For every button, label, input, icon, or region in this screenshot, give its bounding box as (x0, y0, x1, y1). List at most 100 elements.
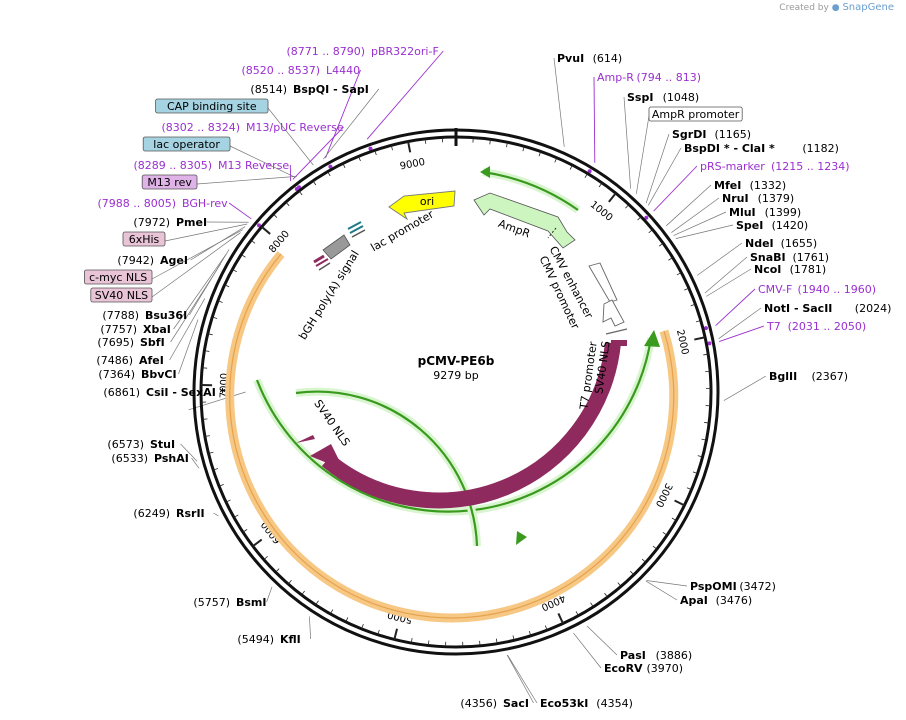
site-position: (1655) (781, 237, 818, 250)
minor-tick (604, 592, 608, 598)
minor-tick (327, 171, 331, 177)
site-name: MluI (729, 206, 756, 219)
site-name: pBR322ori-F (371, 45, 439, 58)
primer-label: T7(2031 .. 2050) (766, 320, 866, 333)
minor-tick (697, 455, 703, 458)
site-name: PasI (620, 649, 646, 662)
site-name: BspDI * - ClaI * (684, 142, 775, 155)
minor-tick (686, 487, 692, 491)
connector (180, 443, 198, 462)
connector (191, 457, 200, 469)
connector (646, 580, 688, 587)
connector (697, 242, 743, 276)
ampr-arrow (473, 192, 576, 249)
connector (325, 69, 361, 159)
site-position: (7364) (98, 368, 135, 381)
enzyme-label: (7972)PmeI (133, 216, 207, 229)
connector (228, 202, 252, 220)
site-name: NcoI (754, 263, 781, 276)
minor-tick (225, 499, 231, 503)
connector (507, 654, 538, 704)
enzyme-label: (6249)RsrII (133, 507, 204, 520)
primer-label: (7988 .. 8005)BGH-rev (97, 197, 228, 210)
cmv-promoter-arrow (602, 299, 625, 327)
major-tick (674, 499, 685, 507)
credit-brand: SnapGene (842, 2, 894, 13)
minor-tick (554, 157, 558, 163)
minor-tick (204, 435, 210, 437)
connector (292, 126, 344, 180)
connector-lines (151, 50, 767, 704)
minor-tick (330, 609, 334, 615)
connector (506, 654, 534, 704)
minor-tick (544, 625, 548, 631)
minor-tick (342, 163, 346, 169)
feature-box (90, 287, 153, 303)
enzyme-label: (7942)AgeI (117, 254, 188, 267)
connector (723, 375, 767, 401)
site-position: (2024) (855, 302, 892, 315)
connector (323, 88, 380, 160)
primer-label: pRS-marker(1215 .. 1234) (700, 160, 850, 173)
enzyme-label: EcoRV(3970) (604, 662, 683, 675)
site-position: (8302 .. 8324) (161, 121, 240, 134)
minor-tick (361, 624, 364, 630)
feature-label: lac operator (142, 136, 231, 152)
minor-tick (202, 418, 208, 420)
site-name: SnaBI (750, 251, 786, 264)
site-position: (1215 .. 1234) (771, 160, 850, 173)
feature-label: M13 rev (141, 174, 198, 190)
minor-tick (298, 190, 303, 196)
major-tick (407, 141, 412, 153)
feature-name: CAP binding site (167, 100, 257, 113)
site-position: (1940 .. 1960) (798, 283, 877, 296)
site-position: (3472) (739, 580, 776, 593)
sv40-nls-lower-label: SV40 NLS (311, 397, 352, 448)
enzyme-label: Eco53kI(4354) (540, 697, 633, 710)
site-name: NdeI (745, 237, 774, 250)
credit-prefix: Created by (779, 3, 829, 13)
minor-tick (584, 173, 588, 178)
lac-promoter-arrow (322, 234, 351, 260)
connector (164, 223, 248, 242)
minor-tick (538, 151, 542, 157)
site-position: (4354) (596, 697, 633, 710)
site-name: M13 Reverse (218, 159, 289, 172)
connector (266, 586, 273, 603)
connector (648, 147, 682, 206)
green-line-inner (295, 390, 479, 547)
primer-mark (294, 186, 299, 191)
site-position: (7942) (117, 254, 154, 267)
t7-promoter-mark (605, 328, 628, 335)
minor-tick (312, 180, 317, 186)
site-position: (2031 .. 2050) (788, 320, 867, 333)
feature-box (141, 174, 198, 190)
minor-tick (208, 451, 214, 454)
site-name: BspQI - SapI (293, 83, 369, 96)
enzyme-label: (7757)XbaI (100, 323, 170, 336)
ori-arrow (388, 190, 456, 221)
site-position: (7972) (133, 216, 170, 229)
site-position: (3476) (716, 594, 753, 607)
site-name: SacI (503, 697, 529, 710)
minor-tick (625, 204, 630, 209)
plasmid-name: pCMV-PE6b (418, 354, 495, 368)
connector (671, 197, 720, 233)
major-tick (557, 613, 564, 624)
sv40-nls-lower-marker (296, 435, 315, 443)
site-name: SgrDI (672, 128, 706, 141)
minor-tick (315, 600, 319, 606)
site-position: (7695) (97, 336, 134, 349)
major-tick (608, 192, 617, 203)
minor-tick (233, 514, 239, 518)
connector (593, 76, 596, 163)
primer-mark (703, 326, 708, 331)
site-position: (8514) (250, 83, 287, 96)
minor-tick (684, 287, 690, 291)
tick-label: 2000 (674, 329, 690, 356)
cas9-nls-marker (611, 340, 627, 346)
minor-tick (495, 638, 498, 644)
site-name: EcoRV (604, 662, 643, 675)
bgh-label: bGH poly(A) signal (296, 248, 361, 342)
site-name: NotI - SacII (764, 302, 832, 315)
